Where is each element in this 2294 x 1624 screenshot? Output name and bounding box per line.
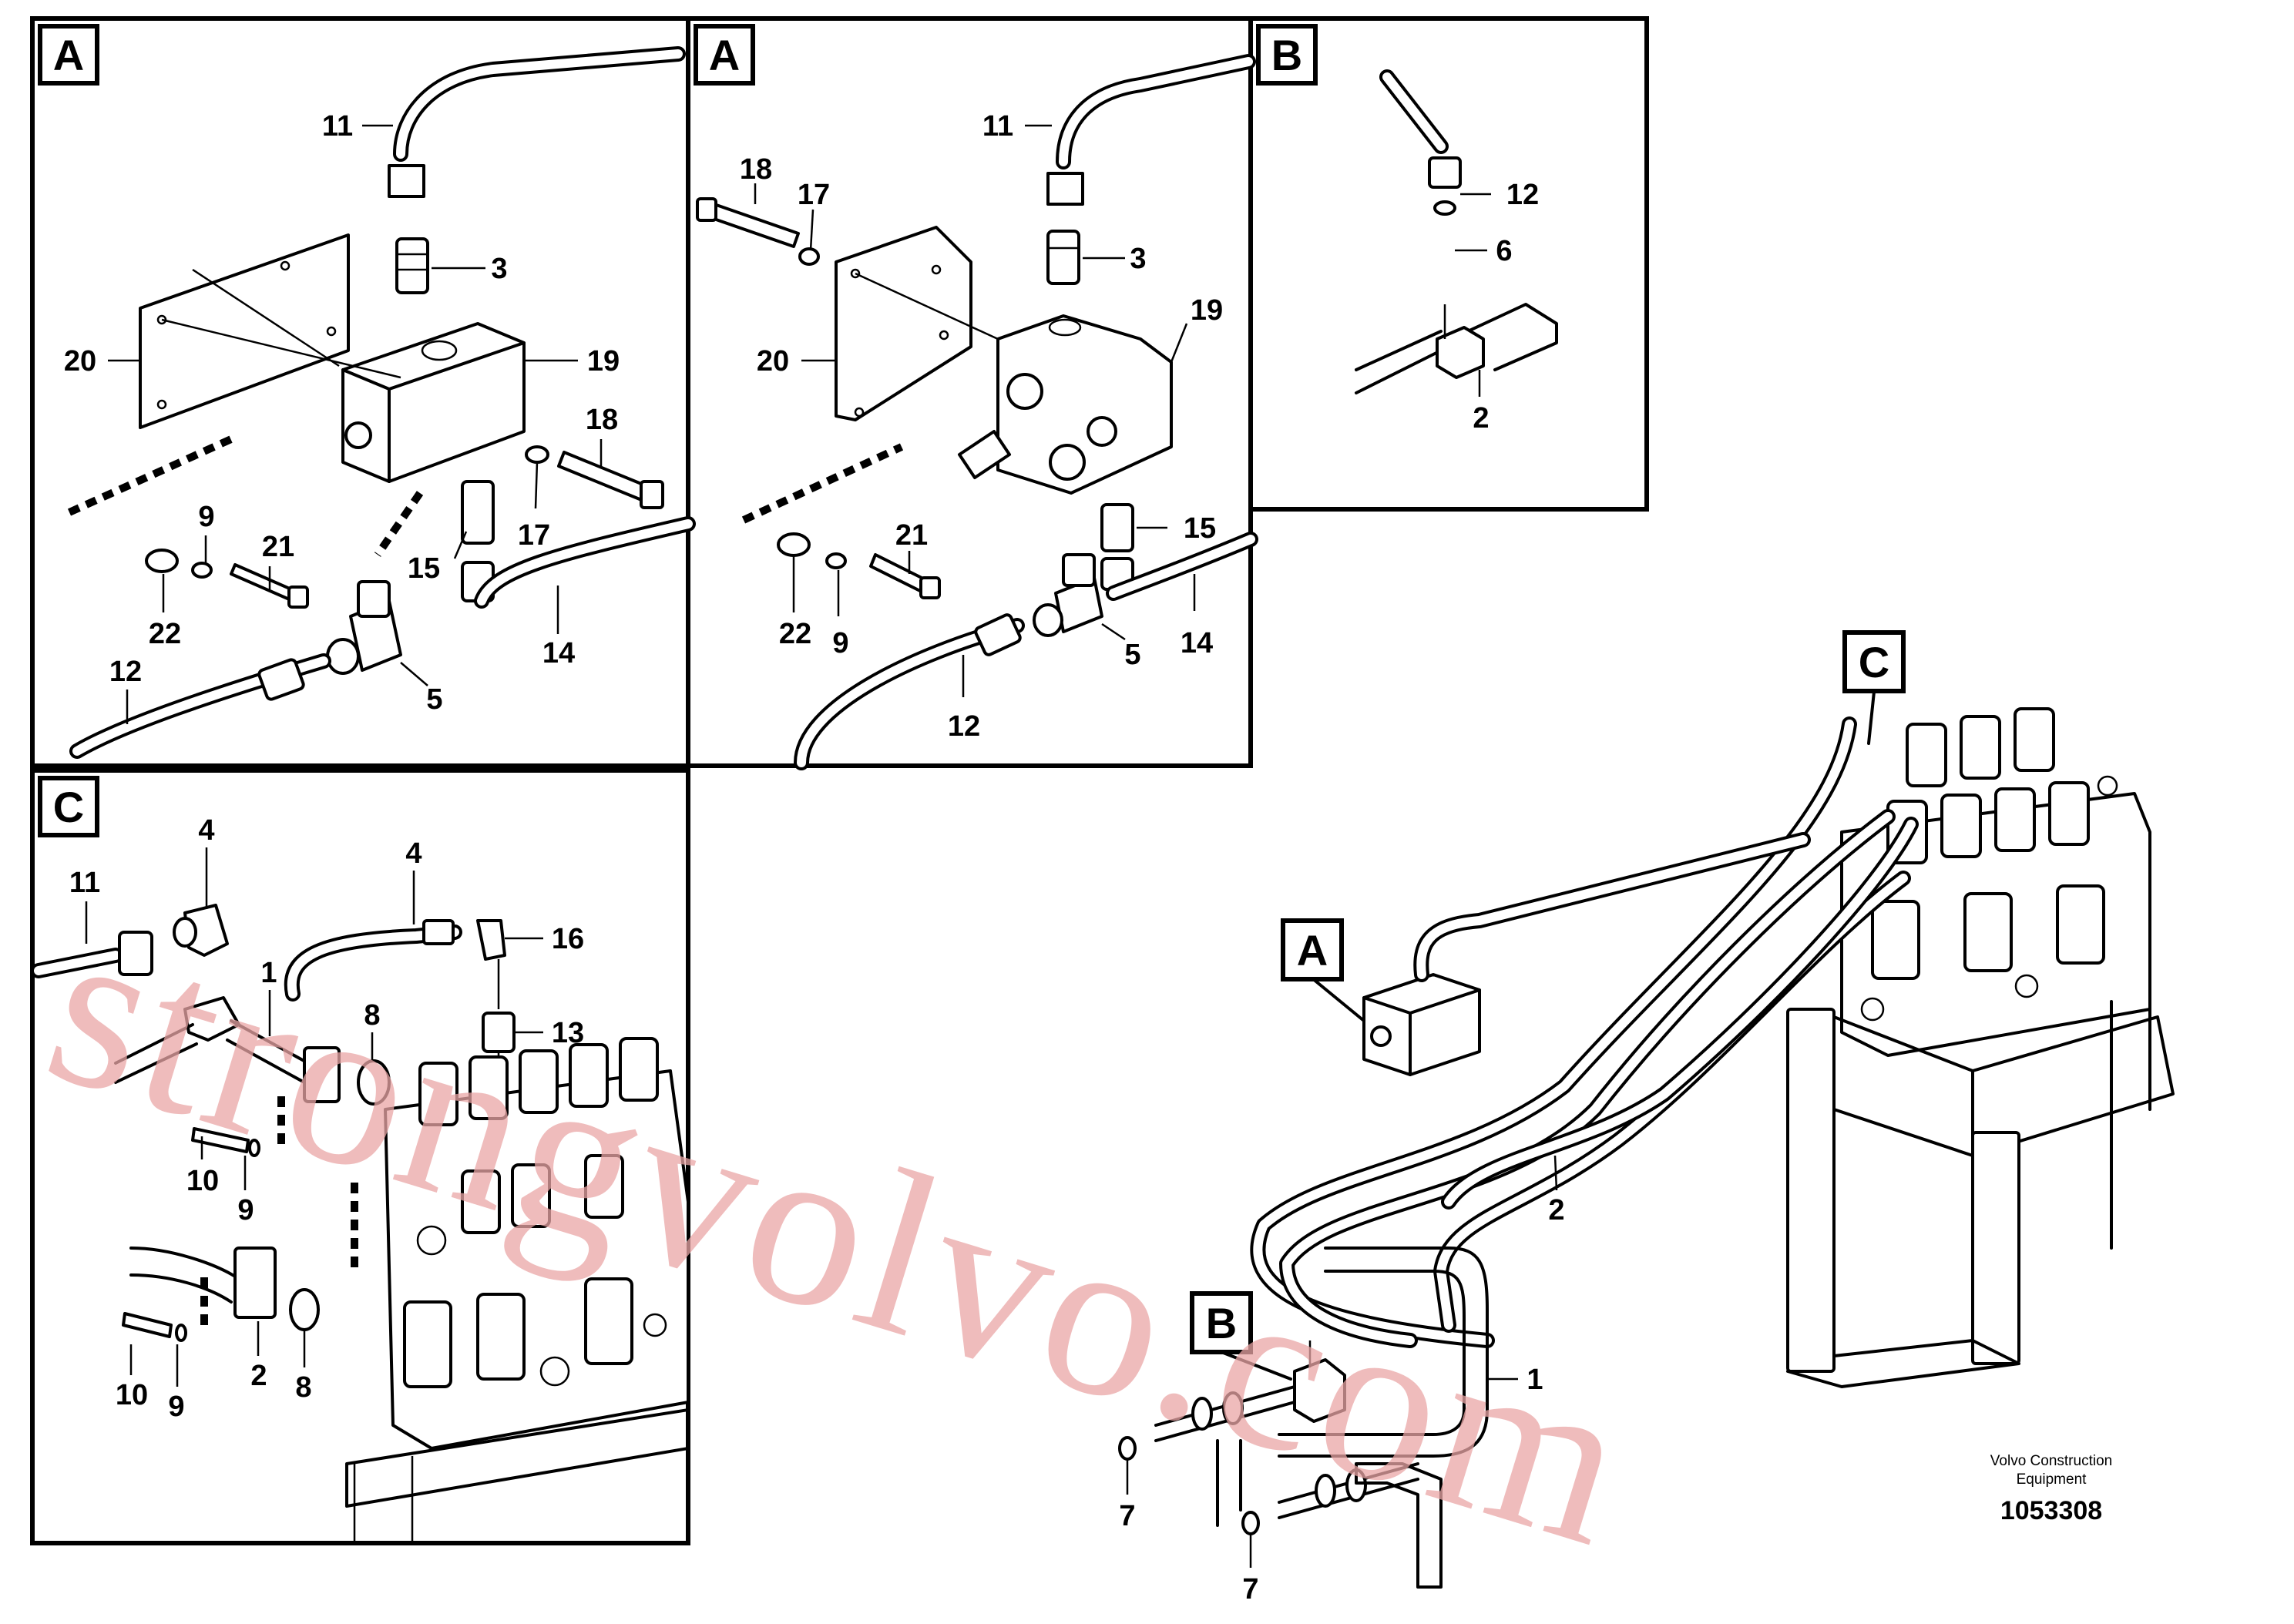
part-b-12: 12: [1506, 179, 1539, 211]
part-a-left-18: 18: [586, 404, 618, 436]
part-c-9: 9: [237, 1194, 254, 1226]
part-a-right-9: 9: [832, 627, 848, 659]
part-c-9-lower: 9: [168, 1391, 184, 1423]
part-a-left-17: 17: [518, 519, 550, 552]
part-numbers: 11 3 20 19 18 9 21 22 15 17 14 12 5 11 1…: [64, 110, 1565, 1606]
part-a-right-21: 21: [895, 519, 928, 552]
panel-b-drawing: [1355, 69, 1558, 394]
main-callout-c: C: [1859, 638, 1889, 686]
part-a-right-20: 20: [757, 345, 789, 377]
part-a-left-5: 5: [426, 683, 442, 716]
part-main-1: 1: [1527, 1364, 1543, 1396]
document-number: 1053308: [2000, 1496, 2102, 1525]
panel-c-frame: [30, 768, 690, 1545]
part-c-11: 11: [69, 867, 100, 899]
part-a-left-9: 9: [198, 501, 214, 533]
part-c-8-lower: 8: [295, 1371, 311, 1404]
part-c-4: 4: [198, 814, 214, 847]
main-callout-a: A: [1297, 926, 1328, 975]
part-main-7-upper: 7: [1119, 1500, 1135, 1532]
panel-c-label: C: [53, 783, 84, 831]
part-a-right-22: 22: [779, 618, 811, 650]
part-a-left-15: 15: [408, 552, 440, 585]
main-hoses: [1250, 716, 1919, 1348]
panel-a-right-drawing: [696, 54, 1258, 770]
part-a-right-14: 14: [1181, 627, 1213, 659]
part-a-right-5: 5: [1124, 639, 1140, 671]
brand-line-1: Volvo Construction: [1990, 1453, 2112, 1469]
main-assembly-drawing: [1118, 690, 2175, 1589]
panel-a-left-label: A: [53, 31, 84, 79]
part-c-13: 13: [552, 1017, 584, 1049]
part-a-right-11: 11: [982, 110, 1013, 143]
part-a-left-12: 12: [109, 656, 142, 688]
part-a-left-11: 11: [322, 110, 353, 143]
panel-b-frame: [1248, 16, 1649, 512]
panel-a-left-drawing: [67, 46, 696, 759]
brand-line-2: Equipment: [2017, 1471, 2087, 1488]
part-a-right-3: 3: [1130, 243, 1146, 275]
part-a-right-15: 15: [1184, 512, 1216, 545]
panel-labels: A A B C: [38, 24, 1318, 837]
brand-block: Volvo Construction Equipment 1053308: [1990, 1453, 2112, 1525]
main-callout-b: B: [1206, 1299, 1237, 1347]
main-callouts: A B C: [1190, 630, 1906, 1354]
part-c-1: 1: [260, 957, 277, 989]
part-c-16: 16: [552, 923, 584, 955]
part-a-left-19: 19: [587, 345, 620, 377]
part-c-2: 2: [250, 1360, 267, 1392]
part-a-right-19: 19: [1191, 294, 1223, 327]
leader-lines: [85, 124, 1558, 1568]
panel-b-label: B: [1271, 31, 1302, 79]
part-main-2: 2: [1548, 1194, 1564, 1226]
part-a-right-18: 18: [740, 153, 772, 186]
part-a-right-17: 17: [798, 179, 830, 211]
part-b-6: 6: [1496, 235, 1512, 267]
part-a-left-22: 22: [149, 618, 181, 650]
part-b-2: 2: [1473, 402, 1489, 435]
part-a-left-3: 3: [491, 253, 507, 285]
part-a-left-20: 20: [64, 345, 96, 377]
panel-frames: [30, 16, 1649, 1545]
panel-a-right-label: A: [709, 31, 740, 79]
part-c-10: 10: [186, 1165, 219, 1197]
part-c-8: 8: [364, 999, 380, 1032]
main-valve-bank: [1786, 707, 2175, 1388]
part-a-right-12: 12: [948, 710, 980, 743]
part-c-4-hose: 4: [405, 837, 422, 870]
part-main-7-lower: 7: [1242, 1573, 1258, 1606]
part-c-10-lower: 10: [116, 1379, 148, 1411]
part-a-left-21: 21: [262, 531, 294, 563]
part-a-left-14: 14: [542, 637, 575, 669]
